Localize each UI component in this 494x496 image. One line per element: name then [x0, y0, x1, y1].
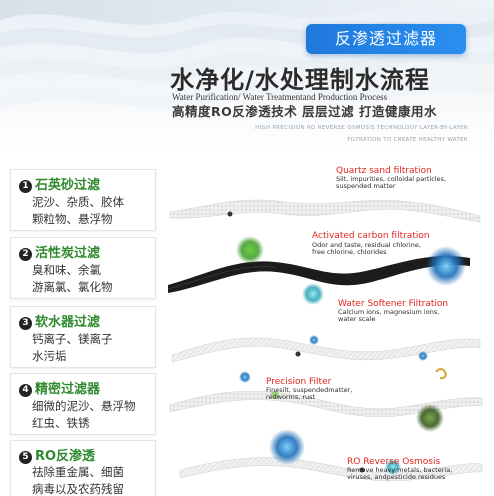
layer-5-desc-2: viruses, andpesticide residues [347, 473, 446, 481]
particle-dark-green [416, 404, 444, 432]
product-badge: 反渗透过滤器 [306, 24, 466, 54]
particle-dot [295, 351, 301, 357]
english-subtitle: Water Purification/ Water Treatmentand P… [172, 92, 388, 102]
particle-green-sphere [236, 236, 264, 264]
layer-1-title: Quartz sand filtration [336, 166, 432, 176]
stage-2-line-1: 臭和味、余氯 [32, 263, 101, 277]
stage-4-line-1: 细微的泥沙、悬浮物 [32, 399, 136, 413]
layer-2-desc-1: Odor and taste, residual chlorine, [312, 241, 421, 249]
particle-teal-small [385, 459, 401, 475]
layer-activated-carbon [167, 256, 470, 293]
stage-2-title-text: 活性炭过滤 [35, 246, 101, 261]
stage-2-line-2: 游离氯、氯化物 [32, 280, 113, 294]
layer-3-desc-1: Calcium ions, magnesium ions, [338, 308, 440, 316]
tiny-english-line-1: HIGH PRECISION RO REVERSE OSMOSIS TECHNO… [255, 125, 468, 131]
stage-3-title-text: 软水器过滤 [35, 315, 101, 330]
layer-water-softener [171, 337, 481, 363]
layer-5-title: RO Reverse Osmosis [347, 457, 441, 467]
redworm-shape [435, 368, 447, 380]
layer-precision-filter [169, 391, 483, 417]
particle-small-blue-3 [239, 371, 251, 383]
layer-2-desc-2: free chlorine, chlorides [312, 248, 387, 256]
stage-3-line-1: 钙离子、镁离子 [32, 332, 113, 346]
layer-3-desc-2: water scale [338, 315, 376, 323]
particle-blue-sphere [426, 246, 466, 286]
particle-dot [227, 211, 233, 217]
number-badge-icon: 1 [19, 180, 32, 193]
number-badge-icon: 3 [19, 317, 32, 330]
number-badge-icon: 4 [19, 384, 32, 397]
particle-small-blue-2 [418, 351, 428, 361]
stage-5-line-1: 祛除重金属、细菌 [32, 465, 124, 479]
stage-1-line-1: 泥沙、杂质、胶体 [32, 195, 124, 209]
layer-2-title: Activated carbon filtration [312, 231, 430, 241]
particle-dot [359, 467, 365, 473]
layer-1-desc-1: Silt, impurities, colloidal particles, [336, 175, 447, 183]
number-badge-icon: 2 [19, 248, 32, 261]
page-title: 水净化/水处理制水流程 [170, 66, 430, 94]
particle-large-blue [269, 429, 305, 465]
layer-1-desc-2: suspended matter [336, 182, 396, 190]
layer-4-desc-1: Finesilt, suspendedmatter, [266, 386, 353, 394]
stage-4-line-2: 红虫、铁锈 [32, 416, 90, 430]
stage-5-title-text: RO反渗透 [35, 449, 96, 464]
layer-5-desc-1: Remove heavy metals, bacteria, [347, 466, 453, 474]
layer-quartz-sand [169, 199, 481, 223]
particle-small-green [271, 391, 279, 399]
tiny-english-line-2: FILTRATION TO CREATE HEALTHY WATER [347, 137, 468, 143]
stage-1-title-text: 石英砂过滤 [35, 178, 101, 193]
particle-small-blue [309, 335, 319, 345]
stage-3-line-2: 水污垢 [32, 349, 67, 363]
particle-teal-sphere [302, 283, 324, 305]
stage-1-line-2: 颗粒物、悬浮物 [32, 212, 113, 226]
layer-ro-membrane [179, 457, 483, 482]
number-badge-icon: 5 [19, 451, 32, 464]
slogan: 高精度RO反渗透技术 层层过滤 打造健康用水 [172, 104, 437, 119]
layer-3-title: Water Softener Filtration [338, 299, 449, 309]
layer-4-title: Precision Filter [266, 377, 332, 387]
stage-4-title-text: 精密过滤器 [35, 382, 101, 397]
stage-5-line-2: 病毒以及农药残留 [32, 482, 124, 496]
layer-4-desc-2: redworms, rust [266, 393, 316, 401]
